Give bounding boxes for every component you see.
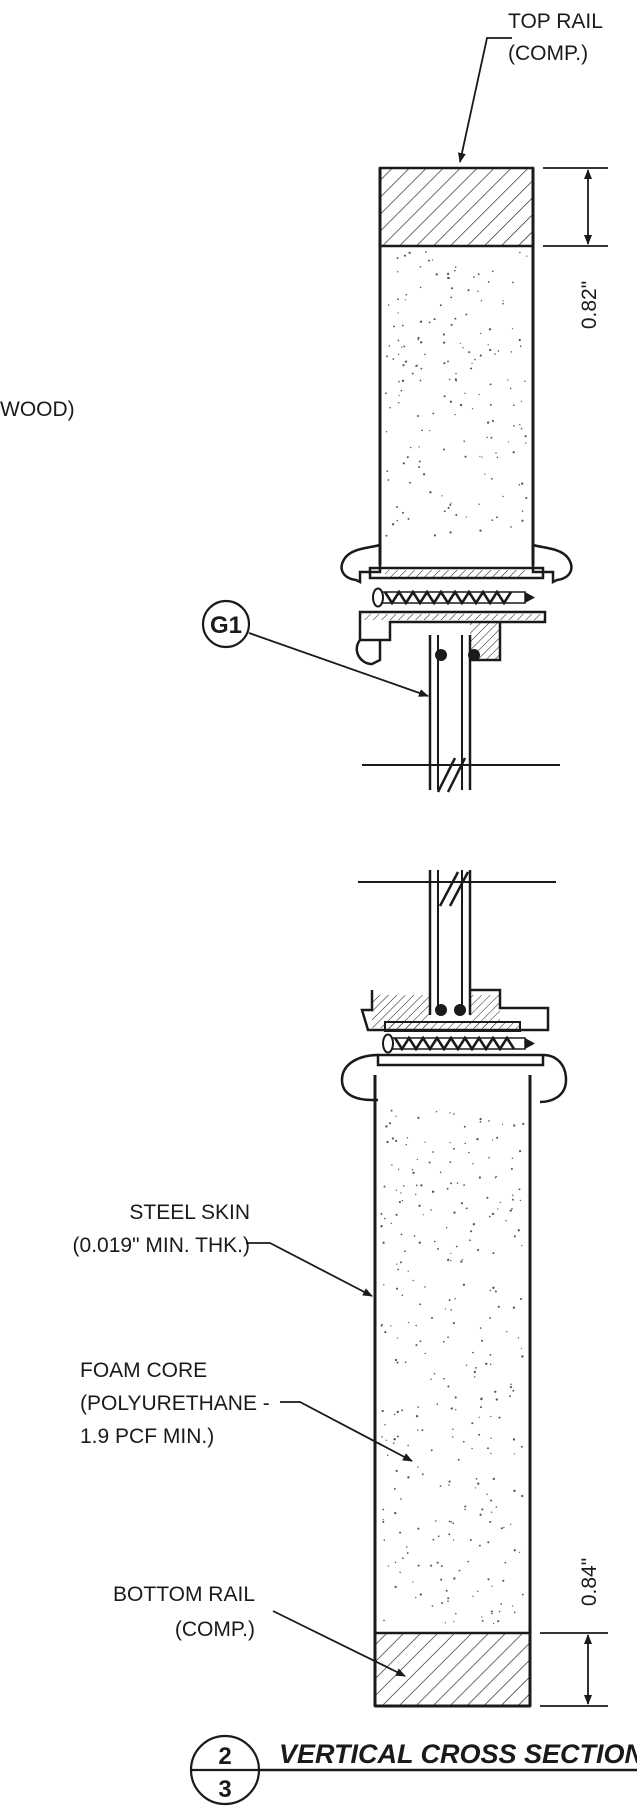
top-rail-callout: TOP RAIL (COMP.) (458, 10, 603, 163)
steel-skin-sublabel: (0.019" MIN. THK.) (73, 1234, 250, 1257)
bottom-rail-section (373, 1631, 532, 1708)
top-rail-sublabel: (COMP.) (508, 42, 588, 65)
foam-core-sublabel-1: (POLYURETHANE - (80, 1392, 270, 1415)
detail-title: VERTICAL CROSS SECTION (279, 1739, 637, 1769)
bottom-rail-callout: BOTTOM RAIL (COMP.) (113, 1583, 406, 1677)
upper-foam-core-stipple (385, 251, 528, 537)
top-rail-dimension-text: 0.82" (578, 281, 601, 329)
upper-glass-unit (362, 635, 560, 793)
lower-foam-core-stipple (380, 1109, 525, 1625)
lower-screw-icon (382, 1033, 535, 1054)
foam-core-label: FOAM CORE (80, 1359, 207, 1382)
top-rail-label: TOP RAIL (508, 10, 603, 33)
upper-screw-icon (372, 587, 535, 608)
title-block: 2 3 VERTICAL CROSS SECTION (189, 1734, 637, 1806)
bottom-rail-sublabel: (COMP.) (175, 1618, 255, 1641)
upper-door-panel (378, 168, 535, 565)
upper-glazing-frame (340, 543, 573, 666)
bottom-rail-dimension: 0.84" (540, 1558, 608, 1707)
glazing-tag-text: G1 (210, 612, 242, 639)
foam-core-callout: FOAM CORE (POLYURETHANE - 1.9 PCF MIN.) (80, 1359, 413, 1462)
steel-skin-label: STEEL SKIN (129, 1201, 250, 1224)
wood-partial-label: WOOD) (0, 398, 75, 421)
glazing-tag-callout: G1 (201, 599, 429, 697)
lower-glazing-frame (340, 988, 568, 1104)
top-rail-hatch (378, 166, 535, 248)
sheet-number: 3 (218, 1776, 231, 1803)
top-rail-dimension: 0.82" (543, 167, 608, 329)
steel-skin-callout: STEEL SKIN (0.019" MIN. THK.) (73, 1201, 373, 1297)
glazing-tag-bubble (201, 599, 251, 649)
detail-number: 2 (218, 1743, 231, 1770)
bottom-rail-hatch (373, 1631, 532, 1708)
bottom-rail-dimension-text: 0.84" (578, 1558, 601, 1606)
foam-core-sublabel-2: 1.9 PCF MIN.) (80, 1425, 214, 1448)
bottom-rail-label: BOTTOM RAIL (113, 1583, 255, 1606)
top-rail-section (378, 166, 535, 248)
lower-door-panel (373, 1075, 532, 1708)
lower-glass-unit (358, 870, 556, 1015)
